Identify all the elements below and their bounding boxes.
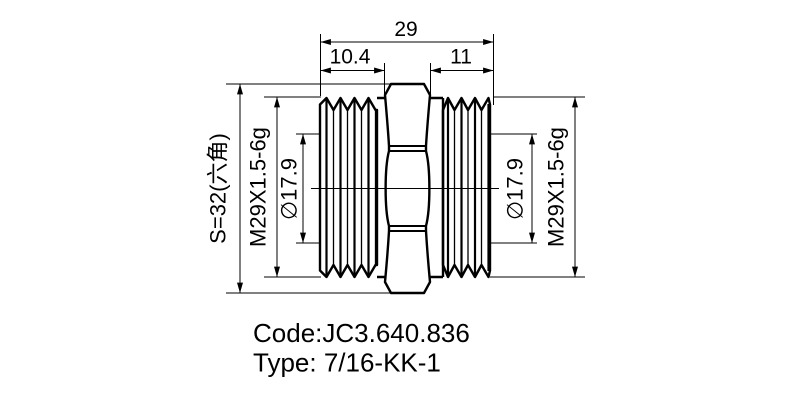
thread-root-lines xyxy=(453,110,483,265)
right-thread-section xyxy=(441,96,492,279)
thread-root-lines xyxy=(332,110,377,265)
dim-overall-width-label: 29 xyxy=(394,18,417,41)
right-thread-spec-label: M29X1.5-6g xyxy=(544,127,569,247)
left-thread-spec-label: M29X1.5-6g xyxy=(246,127,271,247)
hex-size-label: S=32(六角) xyxy=(206,133,231,244)
dim-right-section-label: 11 xyxy=(450,46,472,69)
left-bore-diameter-label: ∅17.9 xyxy=(277,158,302,220)
dim-left-section-label: 10.4 xyxy=(330,46,371,69)
connector-body xyxy=(311,82,499,295)
hex-facet-edges xyxy=(389,145,426,232)
shank-lines xyxy=(377,96,443,279)
thread-crest-lines xyxy=(325,98,370,277)
left-thread-section xyxy=(318,96,379,279)
dimension-graphics xyxy=(226,34,585,294)
part-type-label: Type: 7/16-KK-1 xyxy=(253,348,441,378)
part-code-label: Code:JC3.640.836 xyxy=(253,318,470,348)
right-bore-diameter-label: ∅17.9 xyxy=(503,158,528,220)
thread-crest-lines xyxy=(446,98,490,277)
